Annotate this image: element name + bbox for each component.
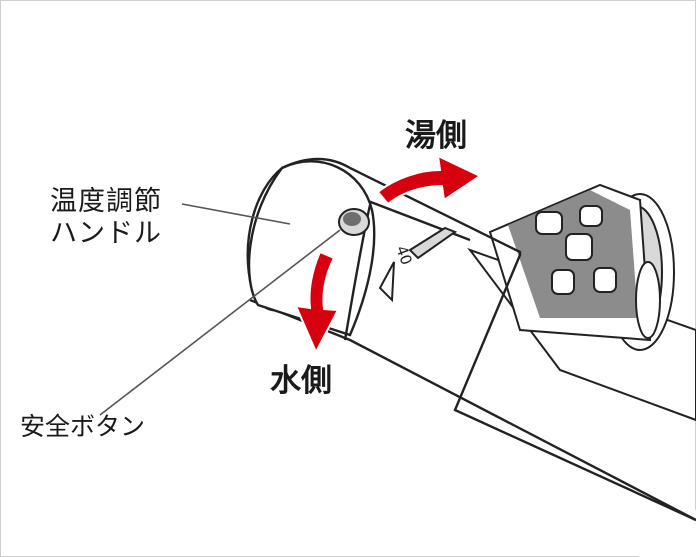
safety-button[interactable] [338,208,370,236]
temperature-handle-body [246,157,696,522]
cold-side-label: 水側 [270,363,332,399]
dial-number: 40 [392,243,415,267]
safety-button-label: 安全ボタン [20,412,146,441]
dial-scale [378,226,458,303]
hot-side-arrow [376,154,483,206]
leader-line-safety-button [99,229,341,416]
temperature-handle-label-line1: 温度調節 [50,186,162,217]
temperature-handle-label: 温度調節 ハンドル [50,186,162,251]
temperature-handle-label-line2: ハンドル [50,218,162,250]
cold-side-arrow [294,250,340,355]
leader-line-handle [181,203,291,225]
hot-side-label: 湯側 [405,118,467,154]
knurled-connector [488,183,675,351]
